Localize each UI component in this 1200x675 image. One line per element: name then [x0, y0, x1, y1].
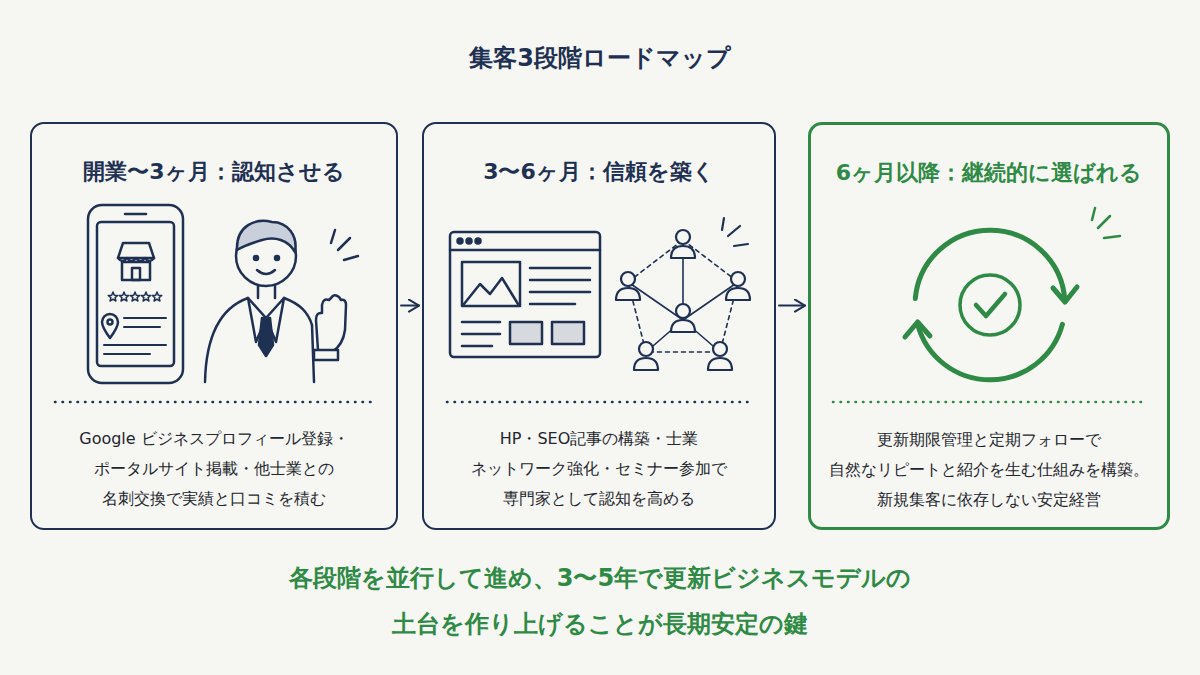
- cycle-illustration: [905, 322, 930, 337]
- cycle-illustration: [905, 208, 1120, 380]
- stage-box: 開業〜3ヶ月：認知させる Google ビジネスプロフィール登録・ ポータルサイト…: [30, 122, 398, 530]
- network-illustration: [726, 272, 750, 300]
- phone-illustration: [104, 344, 166, 346]
- stage-description: 更新期限管理と定期フォローで 自然なリピートと紹介を生む仕組みを構築。 新規集客…: [827, 425, 1151, 515]
- stage-heading: 3〜6ヶ月：信頼を築く: [432, 157, 766, 187]
- webpage-illustration: [530, 279, 590, 282]
- person-illustration: [257, 270, 275, 274]
- phone-illustration: [141, 292, 151, 301]
- stage-box: 3〜6ヶ月：信頼を築く HP・SEO記事の構築・士業 ネットワーク強化・セミナー参…: [422, 122, 776, 530]
- network-illustration: [616, 272, 640, 300]
- phone-illustration: [132, 268, 140, 280]
- phone-illustration: [124, 317, 166, 319]
- stage-description: Google ビジネスプロフィール登録・ ポータルサイト掲載・他士業との 名刺交…: [48, 424, 380, 514]
- phone-illustration: [97, 222, 174, 366]
- cycle-illustration: [1092, 208, 1095, 220]
- phone-illustration: [130, 292, 140, 301]
- dotted-divider: [447, 401, 751, 404]
- phone-illustration: [119, 292, 129, 301]
- stage-arrow: [779, 305, 805, 307]
- webpage-illustration: [462, 333, 500, 336]
- cycle-illustration: [1092, 208, 1120, 238]
- phone-illustration: [125, 213, 146, 216]
- cycle-illustration: [918, 324, 1063, 379]
- network-illustration: [728, 226, 740, 236]
- webpage-illustration: [552, 322, 584, 344]
- network-illustration: [616, 218, 750, 370]
- network-illustration: [722, 218, 748, 246]
- cycle-illustration: [915, 230, 1064, 298]
- person-illustration: [248, 298, 284, 318]
- cycle-illustration: [1104, 236, 1120, 238]
- person-illustration: [331, 230, 335, 243]
- person-illustration: [205, 298, 248, 382]
- webpage-illustration: [476, 239, 481, 244]
- phone-illustration: [124, 326, 160, 328]
- webpage-illustration: [530, 291, 590, 294]
- webpage-illustration: [462, 345, 492, 348]
- phone-illustration: [102, 314, 118, 338]
- phone-illustration: [108, 292, 162, 301]
- cycle-illustration: [1053, 287, 1077, 302]
- webpage-illustration: [510, 322, 542, 344]
- network-illustration: [722, 218, 724, 230]
- webpage-illustration: [530, 267, 590, 270]
- person-illustration: [254, 256, 258, 260]
- network-illustration: [671, 230, 695, 258]
- dotted-divider: [833, 401, 1145, 404]
- person-illustration: [274, 285, 277, 298]
- network-illustration: [671, 304, 695, 332]
- person-illustration: [275, 256, 279, 260]
- webpage-illustration: [450, 232, 600, 357]
- webpage-illustration: [530, 303, 575, 306]
- person-illustration: [205, 221, 358, 382]
- phone-illustration: [88, 205, 183, 383]
- dotted-divider: [55, 401, 373, 404]
- cycle-illustration: [960, 275, 1020, 335]
- stage-heading: 開業〜3ヶ月：認知させる: [40, 157, 388, 187]
- webpage-illustration: [467, 239, 472, 244]
- diagram-caption: 各段階を並行して進め、3〜5年で更新ビジネスモデルの 土台を作り上げることが長期…: [150, 555, 1050, 647]
- person-illustration: [338, 238, 350, 250]
- person-illustration: [284, 298, 312, 325]
- webpage-illustration: [450, 249, 600, 252]
- webpage-illustration: [462, 262, 520, 306]
- phone-illustration: [88, 205, 183, 383]
- stage-arrow: [401, 305, 419, 307]
- phone-illustration: [108, 320, 113, 325]
- diagram-title: 集客3段階ロードマップ: [0, 40, 1200, 76]
- person-illustration: [259, 318, 273, 356]
- phone-illustration: [122, 262, 150, 280]
- webpage-illustration: [464, 278, 518, 304]
- cycle-illustration: [1098, 216, 1110, 228]
- phone-illustration: [118, 243, 154, 258]
- phone-illustration: [108, 292, 118, 301]
- webpage-illustration: [462, 321, 500, 324]
- person-illustration: [344, 256, 358, 260]
- stage-box: 6ヶ月以降：継続的に選ばれる更新期限管理と定期フォローで 自然なリピートと紹介を…: [808, 122, 1170, 530]
- phone-illustration: [104, 353, 150, 355]
- phone-illustration: [152, 292, 162, 301]
- stage-heading: 6ヶ月以降：継続的に選ばれる: [819, 158, 1159, 188]
- person-illustration: [237, 221, 296, 252]
- person-illustration: [257, 285, 260, 298]
- webpage-illustration: [450, 232, 600, 357]
- network-illustration: [734, 244, 748, 246]
- cycle-illustration: [976, 294, 1005, 316]
- stage-description: HP・SEO記事の構築・士業 ネットワーク強化・セミナー参加で 専門家として認知…: [440, 424, 758, 514]
- network-illustration: [634, 342, 658, 370]
- network-illustration: [708, 342, 732, 370]
- webpage-illustration: [458, 239, 463, 244]
- person-illustration: [314, 350, 338, 360]
- person-illustration: [316, 295, 346, 352]
- phone-illustration: [118, 258, 154, 261]
